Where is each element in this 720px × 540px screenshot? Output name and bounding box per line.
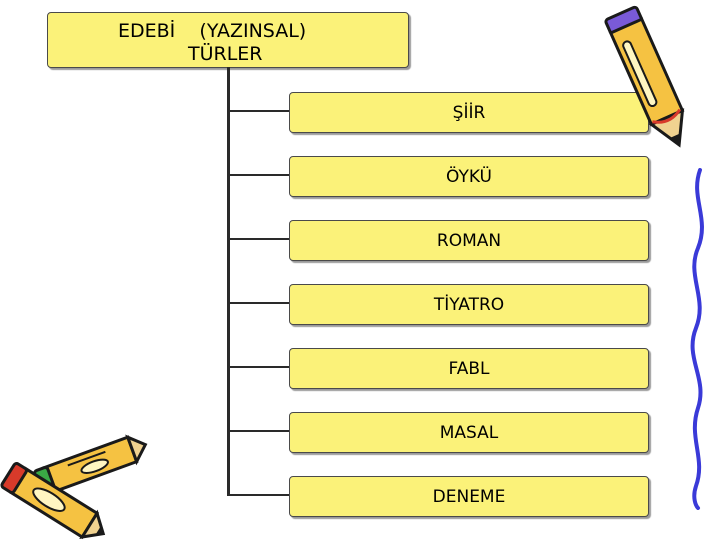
child-node-roman: ROMAN [289, 220, 649, 261]
child-node-tiyatro: TİYATRO [289, 284, 649, 325]
root-title-line2: TÜRLER [188, 43, 263, 65]
root-node: EDEBİ (YAZINSAL) TÜRLER [47, 12, 409, 68]
branch-connector [228, 430, 290, 432]
child-node-fabl: FABL [289, 348, 649, 389]
child-node-label: DENEME [432, 486, 506, 507]
tree-trunk-connector [227, 67, 230, 496]
branch-connector [228, 174, 290, 176]
child-node-label: MASAL [439, 422, 499, 443]
child-node-masal: MASAL [289, 412, 649, 453]
branch-connector [228, 238, 290, 240]
branch-connector [228, 110, 290, 112]
child-node-label: TİYATRO [433, 294, 505, 315]
child-node-label: ÖYKÜ [446, 166, 492, 187]
branch-connector [228, 366, 290, 368]
squiggle-line-icon [690, 168, 704, 510]
child-node-label: ŞİİR [452, 102, 486, 123]
branch-connector [228, 494, 290, 496]
root-title-line1: EDEBİ (YAZINSAL) [118, 20, 307, 42]
child-node-deneme: DENEME [289, 476, 649, 517]
child-node-siir: ŞİİR [289, 92, 649, 133]
pencil-icon [604, 5, 685, 148]
branch-connector [228, 302, 290, 304]
child-node-label: ROMAN [436, 230, 502, 251]
child-node-label: FABL [448, 358, 490, 379]
child-node-oyku: ÖYKÜ [289, 156, 649, 197]
pencils-icon [0, 434, 148, 540]
